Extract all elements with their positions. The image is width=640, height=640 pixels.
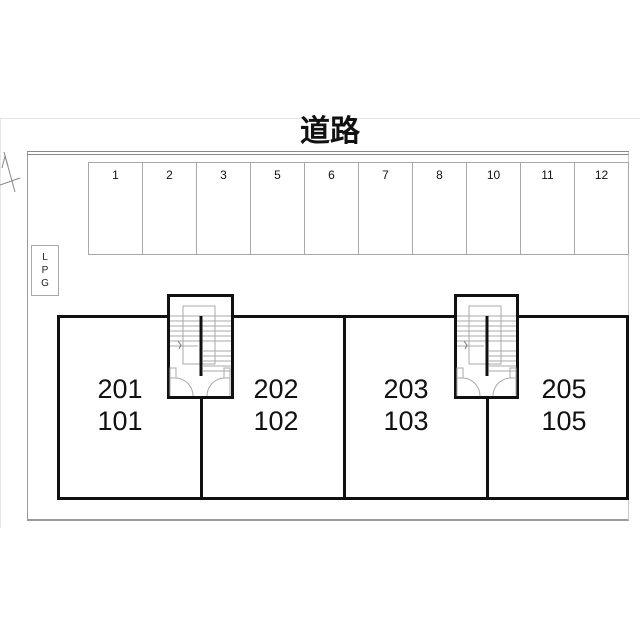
unit-upper-number: 205 bbox=[541, 374, 587, 404]
unit-lower-number: 101 bbox=[97, 406, 143, 436]
parking-row: 1 2 3 5 6 7 8 10 11 12 bbox=[88, 162, 629, 255]
parking-slot[interactable]: 10 bbox=[467, 163, 521, 254]
unit-203-103[interactable]: 203 103 bbox=[346, 315, 486, 500]
stair-core-left bbox=[167, 294, 234, 399]
site-boundary-road-line-inner bbox=[27, 154, 629, 155]
unit-upper-number: 201 bbox=[97, 374, 143, 404]
unit-202-102[interactable]: 202 102 bbox=[203, 315, 343, 500]
parking-slot[interactable]: 12 bbox=[594, 168, 609, 182]
parking-slot[interactable]: 1 bbox=[89, 163, 143, 254]
lpg-storage: L P G bbox=[31, 245, 59, 296]
north-arrow-icon bbox=[0, 150, 40, 200]
lpg-letter: P bbox=[41, 265, 49, 276]
unit-201-101[interactable]: 201 101 bbox=[60, 315, 200, 500]
unit-divider bbox=[486, 315, 489, 500]
site-boundary-road-line bbox=[27, 151, 629, 152]
unit-lower-number: 105 bbox=[541, 406, 587, 436]
parking-slot[interactable]: 7 bbox=[359, 163, 413, 254]
parking-slot[interactable]: 8 bbox=[413, 163, 467, 254]
parking-slot[interactable]: 11 bbox=[521, 163, 575, 254]
unit-upper-number: 203 bbox=[383, 374, 429, 404]
unit-lower-number: 102 bbox=[253, 406, 299, 436]
lpg-letter: L bbox=[42, 252, 48, 263]
parking-slot[interactable]: 3 bbox=[197, 163, 251, 254]
road-label: 道路 bbox=[300, 115, 360, 148]
lpg-letter: G bbox=[41, 278, 49, 289]
parking-slot[interactable]: 6 bbox=[305, 163, 359, 254]
unit-upper-number: 202 bbox=[253, 374, 299, 404]
unit-lower-number: 103 bbox=[383, 406, 429, 436]
stair-core-right bbox=[454, 294, 519, 399]
outer-frame-left bbox=[0, 118, 1, 528]
outer-frame-top bbox=[0, 118, 640, 119]
parking-slot[interactable]: 2 bbox=[143, 163, 197, 254]
unit-divider bbox=[200, 315, 203, 500]
unit-divider bbox=[343, 315, 346, 500]
parking-slot[interactable]: 5 bbox=[251, 163, 305, 254]
unit-205-105[interactable]: 205 105 bbox=[489, 315, 629, 500]
